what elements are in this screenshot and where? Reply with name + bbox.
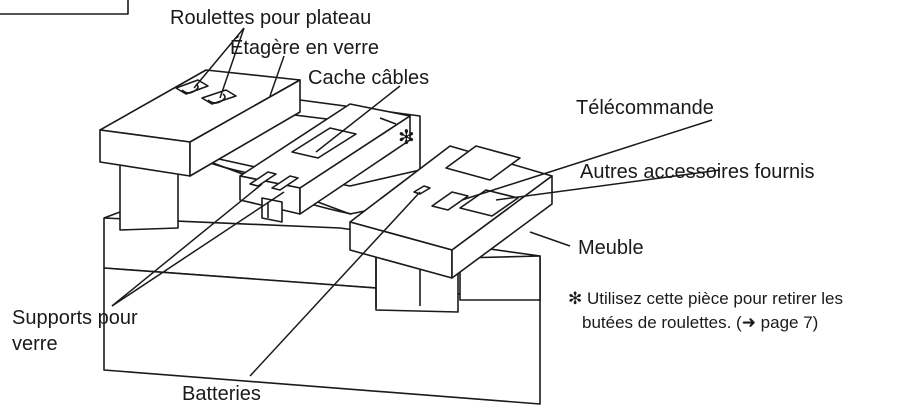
label-furniture: Meuble [578, 237, 644, 259]
remote-control-recess [431, 191, 469, 211]
cable-cover-recess [291, 127, 357, 159]
asterisk-marker: ✻ [398, 125, 415, 149]
label-remote-control: Télécommande [576, 97, 714, 119]
label-cable-cover: Cache câbles [308, 67, 429, 89]
left-foam-block [99, 69, 301, 177]
label-glass-supports-line1: Supports pour [12, 307, 138, 329]
tray-caster-recess-2 [201, 89, 237, 105]
label-batteries: Batteries [182, 383, 261, 405]
right-foam-block [349, 145, 553, 279]
label-glass-shelf: Étagère en verre [230, 36, 379, 59]
corner-frame [0, 0, 129, 15]
note-line-1: ✻ Utilisez cette pièce pour retirer les [568, 289, 843, 308]
tray-caster-recess-1 [175, 79, 209, 95]
other-accessories-recess [459, 189, 519, 217]
label-tray-casters: Roulettes pour plateau [170, 7, 371, 29]
glass-support-recess [249, 171, 299, 191]
middle-foam-block [239, 103, 411, 223]
leader-lines [111, 27, 721, 377]
note-line-2: butées de roulettes. (➜ page 7) [582, 313, 818, 332]
label-glass-supports-line2: verre [12, 333, 58, 355]
label-other-accessories: Autres accessoires fournis [580, 161, 815, 183]
